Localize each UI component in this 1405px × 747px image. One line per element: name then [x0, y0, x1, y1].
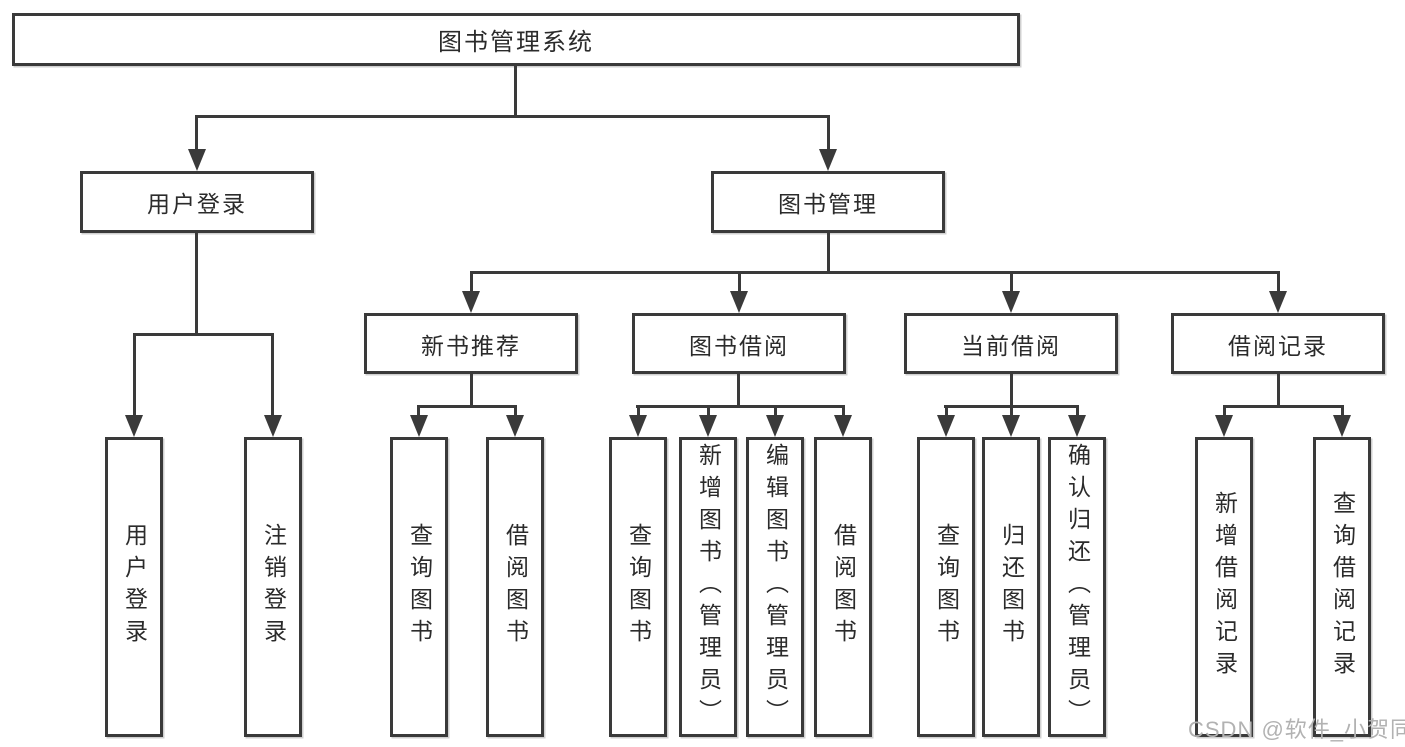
node-label: 借阅记录	[1228, 332, 1328, 359]
connector-vline	[470, 374, 473, 408]
leaf-bb-edit-books-admin: 编辑图书（管理员）	[746, 437, 804, 737]
connector-vline	[1076, 405, 1079, 417]
leaf-bb-borrow-books: 借阅图书	[814, 437, 872, 737]
connector-hline	[1223, 405, 1344, 408]
leaf-bb-query-books: 查询图书	[609, 437, 667, 737]
connector-vline	[1010, 271, 1013, 293]
node-label: 注销登录	[260, 523, 287, 651]
node-label: 新增借阅记录	[1211, 491, 1238, 683]
connector-vline	[774, 405, 777, 417]
arrow-down-icon	[629, 415, 647, 437]
node-new-book-recommend: 新书推荐	[364, 313, 578, 374]
arrow-down-icon	[1002, 291, 1020, 313]
arrow-down-icon	[730, 291, 748, 313]
node-borrow-records: 借阅记录	[1171, 313, 1385, 374]
arrow-down-icon	[462, 291, 480, 313]
node-library-system: 图书管理系统	[12, 13, 1020, 66]
node-label: 新增图书（管理员）	[695, 443, 722, 731]
connector-vline	[637, 405, 640, 417]
node-book-management: 图书管理	[711, 171, 945, 233]
arrow-down-icon	[766, 415, 784, 437]
node-current-borrow: 当前借阅	[904, 313, 1118, 374]
connector-vline	[417, 405, 420, 417]
node-label: 归还图书	[998, 523, 1025, 651]
connector-vline	[737, 374, 740, 408]
leaf-cb-query-books: 查询图书	[917, 437, 975, 737]
leaf-cb-return-books: 归还图书	[982, 437, 1040, 737]
connector-vline	[842, 405, 845, 417]
connector-vline	[1341, 405, 1344, 417]
arrow-down-icon	[410, 415, 428, 437]
csdn-watermark: CSDN @软件_小贺同学	[1188, 717, 1405, 742]
connector-vline	[945, 405, 948, 417]
leaf-rec-add-borrow-record: 新增借阅记录	[1195, 437, 1253, 737]
connector-vline	[827, 115, 830, 151]
connector-vline	[133, 333, 136, 417]
arrow-down-icon	[819, 149, 837, 171]
connector-vline	[827, 233, 830, 274]
node-label: 借阅图书	[502, 523, 529, 651]
connector-vline	[1010, 374, 1013, 408]
arrow-down-icon	[506, 415, 524, 437]
connector-vline	[707, 405, 710, 417]
connector-vline	[514, 65, 517, 118]
leaf-bb-add-books-admin: 新增图书（管理员）	[679, 437, 737, 737]
connector-vline	[1223, 405, 1226, 417]
arrow-down-icon	[1002, 415, 1020, 437]
arrow-down-icon	[1333, 415, 1351, 437]
leaf-user-login: 用户登录	[105, 437, 163, 737]
connector-vline	[271, 333, 274, 417]
node-label: 用户登录	[121, 523, 148, 651]
connector-hline	[636, 405, 845, 408]
connector-hline	[417, 405, 517, 408]
connector-vline	[195, 233, 198, 336]
connector-vline	[470, 271, 473, 293]
connector-vline	[195, 115, 198, 151]
leaf-nb-query-books: 查询图书	[390, 437, 448, 737]
node-label: 查询图书	[406, 523, 433, 651]
connector-vline	[738, 271, 741, 293]
arrow-down-icon	[1215, 415, 1233, 437]
arrow-down-icon	[1068, 415, 1086, 437]
node-label: 图书管理	[778, 191, 878, 217]
connector-vline	[1277, 374, 1280, 408]
connector-vline	[1277, 271, 1280, 293]
node-label: 查询图书	[933, 523, 960, 651]
arrow-down-icon	[125, 415, 143, 437]
leaf-nb-borrow-books: 借阅图书	[486, 437, 544, 737]
arrow-down-icon	[937, 415, 955, 437]
node-user-login: 用户登录	[80, 171, 314, 233]
connector-hline	[133, 333, 274, 336]
arrow-down-icon	[699, 415, 717, 437]
connector-hline	[195, 115, 830, 118]
arrow-down-icon	[834, 415, 852, 437]
connector-vline	[1010, 405, 1013, 417]
leaf-logout-login: 注销登录	[244, 437, 302, 737]
node-label: 新书推荐	[421, 332, 521, 359]
node-label: 图书借阅	[689, 332, 789, 359]
node-label: 查询借阅记录	[1329, 491, 1356, 683]
node-label: 查询图书	[625, 523, 652, 651]
leaf-rec-query-borrow-record: 查询借阅记录	[1313, 437, 1371, 737]
arrow-down-icon	[264, 415, 282, 437]
node-label: 图书管理系统	[438, 29, 594, 56]
node-book-borrow: 图书借阅	[632, 313, 846, 374]
node-label: 确认归还（管理员）	[1064, 443, 1091, 731]
node-label: 编辑图书（管理员）	[762, 443, 789, 731]
arrow-down-icon	[1269, 291, 1287, 313]
leaf-cb-confirm-return-admin: 确认归还（管理员）	[1048, 437, 1106, 737]
node-label: 当前借阅	[961, 332, 1061, 359]
node-label: 借阅图书	[830, 523, 857, 651]
node-label: 用户登录	[147, 191, 247, 217]
arrow-down-icon	[188, 149, 206, 171]
connector-hline	[470, 271, 1280, 274]
connector-vline	[514, 405, 517, 417]
